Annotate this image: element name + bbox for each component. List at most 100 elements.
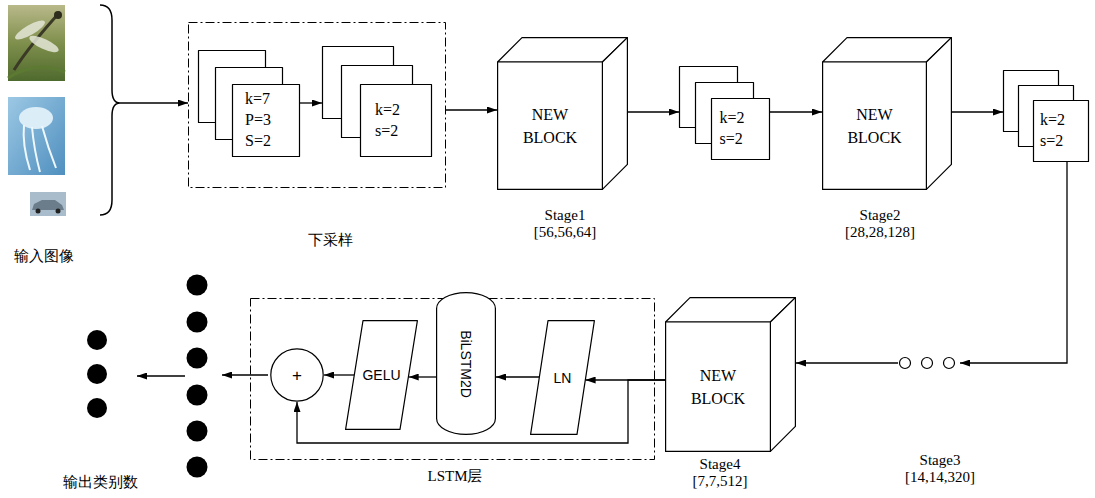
dragonfly-photo (8, 5, 65, 81)
flow-arrow (770, 111, 822, 112)
car-photo (36, 209, 41, 214)
group-label: 下采样 (280, 232, 380, 249)
dragonfly-photo (8, 5, 65, 81)
hidden-neuron-column (187, 275, 208, 478)
flow-arrow (409, 376, 436, 377)
downsample-group-shape (189, 23, 446, 188)
new-block: NEW BLOCKStage1 [56,56,64] (497, 37, 628, 190)
gelu-box-shape (346, 321, 418, 430)
ellipsis-stage-shape (900, 358, 911, 369)
car-photo (30, 192, 66, 216)
flow-arrow (796, 362, 898, 363)
pool-layer-stack: k=2 s=2 (1003, 70, 1089, 162)
caption-area: Stage3 [14,14,320] (895, 452, 985, 487)
text-area: NEW BLOCK (497, 62, 603, 190)
new-block-shape (823, 62, 927, 189)
block-name: GELU (362, 367, 400, 383)
dragonfly-photo (14, 12, 60, 70)
layer-norm-box: LN (530, 320, 595, 435)
layer-norm-box-shape (531, 321, 595, 435)
text-area: k=2 s=2 (711, 98, 770, 160)
dragonfly-photo (8, 67, 65, 78)
stage-label: Stage4 [7,7,512] (675, 456, 765, 491)
new-block-shape (770, 298, 795, 452)
downsample-group: k=7 P=3 S=2k=2 s=2下采样 (188, 22, 446, 188)
new-block-shape (498, 62, 603, 189)
block-name: + (292, 367, 302, 384)
hidden-neuron-column (187, 385, 208, 406)
hidden-neuron-column (187, 348, 208, 369)
new-block: NEW BLOCKStage2 [28,28,128] (822, 37, 952, 190)
flow-arrow (446, 109, 497, 110)
block-name: LN (554, 370, 572, 386)
flow-arrow (496, 376, 539, 377)
kernel-params: k=2 s=2 (375, 100, 417, 142)
output-arrow (137, 375, 185, 376)
hidden-neuron-column (187, 275, 208, 296)
add-circle: + (270, 348, 324, 402)
output-neuron-column (87, 330, 107, 418)
jellyfish-photo (8, 97, 65, 175)
output-neuron-column (87, 364, 107, 384)
dragonfly-photo (27, 33, 60, 56)
new-block-shape (666, 322, 771, 451)
block-name: NEW BLOCK (835, 103, 915, 149)
caption-area: Stage4 [7,7,512] (675, 456, 765, 491)
text-area: k=2 s=2 (360, 84, 432, 157)
flow-arrow (120, 102, 188, 103)
caption-area: 输入图像 (0, 248, 89, 265)
flow-arrow (628, 111, 679, 112)
input-image-group-outline (4, 3, 120, 219)
block-name: NEW BLOCK (678, 364, 758, 410)
flow-arrow (324, 374, 354, 375)
pool-layer-stack: k=2 s=2 (679, 66, 770, 160)
dragonfly-photo (54, 11, 62, 19)
ellipsis-stage-outline (898, 352, 960, 374)
hidden-neuron-column (187, 312, 208, 333)
gelu-box: GELU (345, 320, 418, 430)
lstm-layer-group: LNBiLSTM2DGELU+LSTM层 (250, 298, 655, 460)
bilstm-box: BiLSTM2D (436, 292, 496, 435)
group-label: LSTM层 (405, 468, 505, 485)
car-photo (30, 192, 66, 216)
caption-area: 下采样 (280, 232, 380, 249)
text-area: k=2 s=2 (1033, 100, 1089, 162)
flow-arrow (952, 111, 1003, 112)
kernel-params: k=2 s=2 (1040, 110, 1082, 152)
text-area: BiLSTM2D (436, 292, 496, 435)
conv-layer-stack-shape (233, 85, 300, 157)
bilstm-box-shape (437, 293, 496, 435)
flow-arrow (300, 102, 322, 103)
input-image-group: 输入图像 (4, 3, 120, 219)
text-area: NEW BLOCK (822, 62, 927, 190)
output-caption: 输出类别数 (45, 474, 155, 491)
stage-label: Stage1 [56,56,64] (520, 207, 610, 242)
caption-area: LSTM层 (405, 468, 505, 485)
block-name: NEW BLOCK (510, 103, 590, 149)
ellipsis-stage-shape (922, 358, 933, 369)
stage-label: Stage2 [28,28,128] (835, 207, 925, 242)
output-arrow (222, 374, 268, 375)
stage-label: Stage3 [14,14,320] (895, 452, 985, 487)
pool-layer-stack-shape (361, 85, 432, 157)
kernel-params: k=7 P=3 S=2 (245, 89, 287, 151)
input-brace (100, 5, 120, 215)
new-block: NEW BLOCKStage4 [7,7,512] (665, 297, 796, 452)
new-block-shape (926, 38, 951, 190)
ellipsis-stage-shape (944, 358, 955, 369)
add-circle-shape (271, 349, 323, 401)
text-area: NEW BLOCK (665, 322, 771, 452)
hidden-neuron-column (187, 421, 208, 442)
jellyfish-photo (24, 125, 56, 172)
text-area: LN (530, 320, 595, 435)
text-area: k=7 P=3 S=2 (232, 84, 300, 157)
block-name: BiLSTM2D (458, 330, 474, 398)
text-area: + (270, 348, 324, 402)
hidden-neuron-column (187, 457, 208, 478)
jellyfish-photo (8, 97, 65, 175)
ellipsis-stage: Stage3 [14,14,320] (898, 352, 960, 374)
flow-arrow (960, 162, 1067, 363)
caption-area: Stage1 [56,56,64] (520, 207, 610, 242)
